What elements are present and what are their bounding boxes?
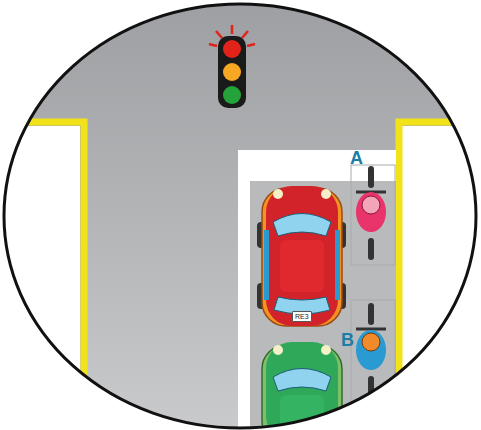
rider-label: B — [341, 331, 354, 349]
number-plate: RE3 — [292, 311, 312, 322]
pavement — [0, 126, 80, 430]
red-car — [257, 186, 346, 326]
lens-border — [4, 4, 476, 428]
motorcycle — [356, 166, 386, 260]
motorcycle — [356, 303, 386, 398]
bike-space — [351, 300, 395, 405]
rider-label: A — [350, 149, 363, 167]
pavement — [402, 126, 481, 430]
traffic-light — [209, 25, 255, 108]
bike-space — [351, 165, 395, 265]
green-car — [262, 342, 342, 430]
